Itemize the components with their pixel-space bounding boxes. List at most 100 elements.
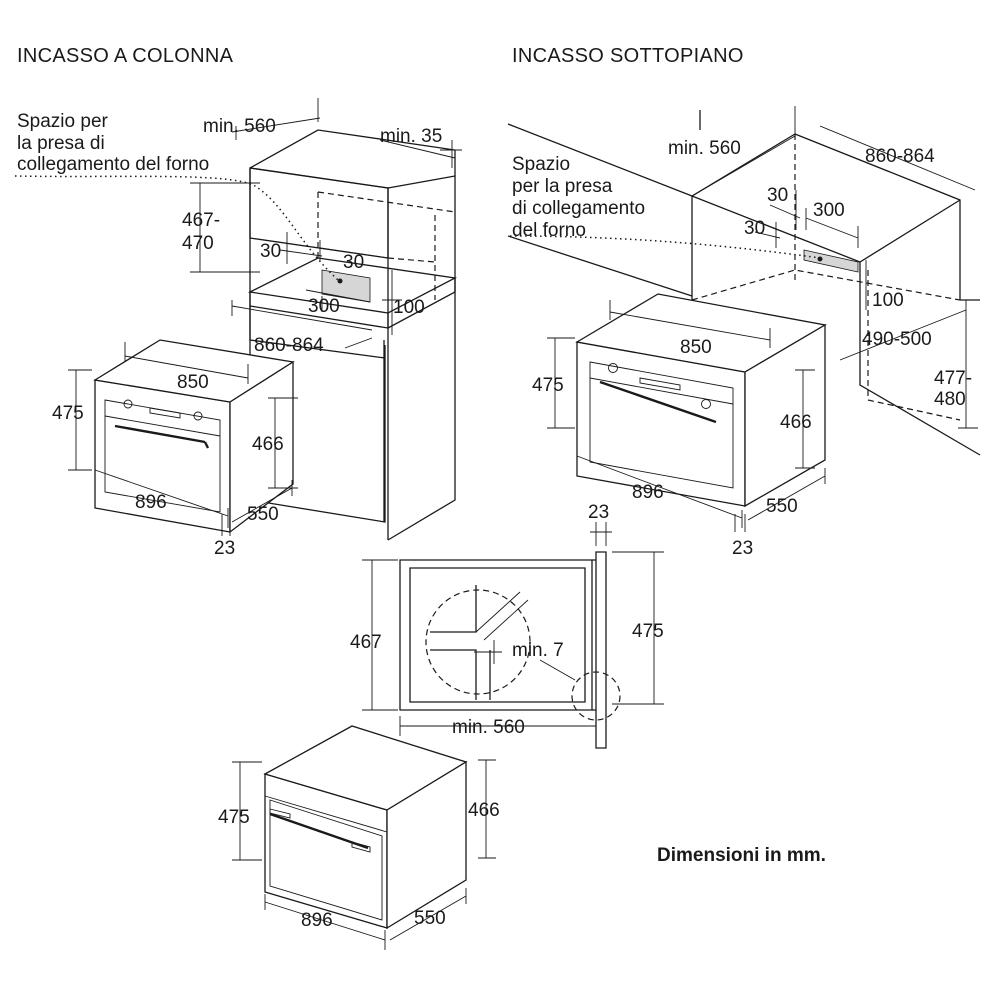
column-dim-depth-label: 860-864 (254, 335, 324, 356)
bottom-oven-dim-896-line (264, 894, 386, 950)
section-detail-circle (425, 589, 531, 695)
column-oven-display (149, 407, 181, 419)
under-oven-dim-23-label: 23 (732, 538, 753, 559)
column-oven-dim-550-line (231, 480, 293, 523)
column-dim-30a-label: 30 (260, 241, 281, 262)
column-cabinet-top (249, 129, 456, 176)
column-oven-side (229, 360, 294, 534)
under-dim-30b-label: 30 (744, 218, 765, 239)
column-dim-30a-line (279, 232, 323, 264)
section-dim-475-line (612, 551, 664, 705)
section-view: 23 467 475 min. 7 min. 560 (350, 502, 664, 749)
under-dim-477-label-1: 477- (934, 368, 972, 389)
column-hidden-mid (387, 257, 436, 263)
units-note: Dimensioni in mm. (657, 845, 826, 866)
column-dim-30b-line (319, 240, 389, 262)
bottom-oven: 475 466 896 550 (218, 725, 500, 950)
under-oven-dim-466-label: 466 (780, 412, 812, 433)
bottom-oven-handle-mount-left (269, 808, 291, 819)
under-oven-dim-850-label: 850 (680, 337, 712, 358)
under-dim-477-label-2: 480 (934, 389, 966, 410)
column-dim-467-line (190, 182, 260, 273)
column-dim-467-label-1: 467- (182, 210, 220, 231)
under-dim-300-label: 300 (813, 200, 845, 221)
under-hidden-side (867, 270, 961, 421)
column-dim-300-line (305, 289, 371, 312)
section-detail-diagonal (475, 591, 529, 641)
column-socket-leader (14, 175, 339, 281)
bottom-oven-dim-466-label: 466 (468, 800, 500, 821)
column-dim-35-label: min. 35 (380, 126, 442, 147)
under-oven-dim-23-line (734, 514, 746, 532)
column-oven-dim-896-label: 896 (135, 492, 167, 513)
under-dim-depth-line (819, 125, 976, 191)
column-oven-handle (114, 424, 206, 444)
under-dim-300-line (805, 208, 859, 248)
section-dim-560-label: min. 560 (452, 717, 525, 738)
under-dim-490-label: 490-500 (862, 329, 932, 350)
column-oven-dim-475-line (68, 369, 92, 471)
column-lower-body (249, 306, 386, 359)
column-oven-knob-left (123, 399, 133, 409)
under-dim-30a-line (769, 190, 801, 230)
column-dim-depth-line (231, 300, 373, 349)
under-oven-dim-475-line (547, 337, 575, 429)
under-dim-477-line (958, 320, 978, 429)
column-oven-dim-550-label: 550 (247, 504, 279, 525)
under-oven-display (639, 377, 681, 391)
under-oven-dim-466-line (795, 369, 815, 469)
under-socket-note-3: di collegamento (512, 198, 645, 219)
under-oven-dim-475-label: 475 (532, 375, 564, 396)
column-dim-35-line (379, 139, 462, 168)
column-oven-knob-right (193, 411, 203, 421)
column-oven-panel-line (104, 415, 221, 437)
column-oven-dim-23-label: 23 (214, 538, 235, 559)
under-socket-note-1: Spazio (512, 154, 570, 175)
section-dim-560-line (399, 716, 597, 736)
bottom-oven-side (386, 760, 467, 930)
column-dim-30b-label: 30 (343, 252, 364, 273)
under-dim-100-label: 100 (872, 290, 904, 311)
under-dim-30b-line (754, 222, 781, 248)
section-dim-475-label: 475 (632, 621, 664, 642)
section-dim-467-line (362, 559, 398, 711)
column-dim-100-label: 100 (393, 297, 425, 318)
column-dim-100-line (382, 270, 402, 335)
section-detail-circle-small (571, 671, 621, 721)
section-dim-23-label: 23 (588, 502, 609, 523)
title-under: INCASSO SOTTOPIANO (512, 45, 744, 67)
under-oven-door (589, 361, 734, 489)
section-front-joint (592, 559, 596, 711)
bottom-oven-dim-550-label: 550 (414, 908, 446, 929)
column-dim-560-line (231, 98, 321, 140)
under-oven-dim-550-line (747, 468, 826, 521)
column-socket-note-2: la presa di (17, 133, 105, 154)
section-detail-corner-top (430, 585, 477, 633)
section-dim-23-line (590, 522, 612, 546)
bottom-oven-dim-475-label: 475 (218, 807, 250, 828)
column-oven-dim-850-label: 850 (177, 372, 209, 393)
bottom-oven-dim-550-line (389, 888, 467, 941)
under-socket-point (817, 256, 823, 262)
bottom-oven-dim-475-line (232, 761, 262, 861)
under-oven-knob-right (701, 399, 711, 409)
column-oven-dim-896-line (94, 464, 229, 528)
under-oven: 850 475 466 896 550 23 (532, 293, 827, 559)
column-dim-467-label-2: 470 (182, 233, 214, 254)
bottom-oven-door (269, 799, 383, 921)
column-oven-dim-466-line (268, 397, 298, 489)
column-dim-300-label: 300 (308, 296, 340, 317)
section-detail-leader (539, 659, 576, 681)
under-dim-depth-label: 860-864 (865, 146, 935, 167)
column-socket-note-3: collegamento del forno (17, 154, 209, 175)
section-dim-467-label: 467 (350, 632, 382, 653)
column-oven-dim-475-label: 475 (52, 403, 84, 424)
section-outer (399, 559, 593, 711)
under-oven-knob-left (608, 363, 618, 373)
bottom-oven-panel-line (264, 795, 388, 833)
under-oven-dim-550-label: 550 (766, 496, 798, 517)
bottom-oven-dim-896-label: 896 (301, 910, 333, 931)
column-cabinet-side (387, 175, 456, 541)
bottom-oven-dim-466-line (478, 759, 496, 859)
